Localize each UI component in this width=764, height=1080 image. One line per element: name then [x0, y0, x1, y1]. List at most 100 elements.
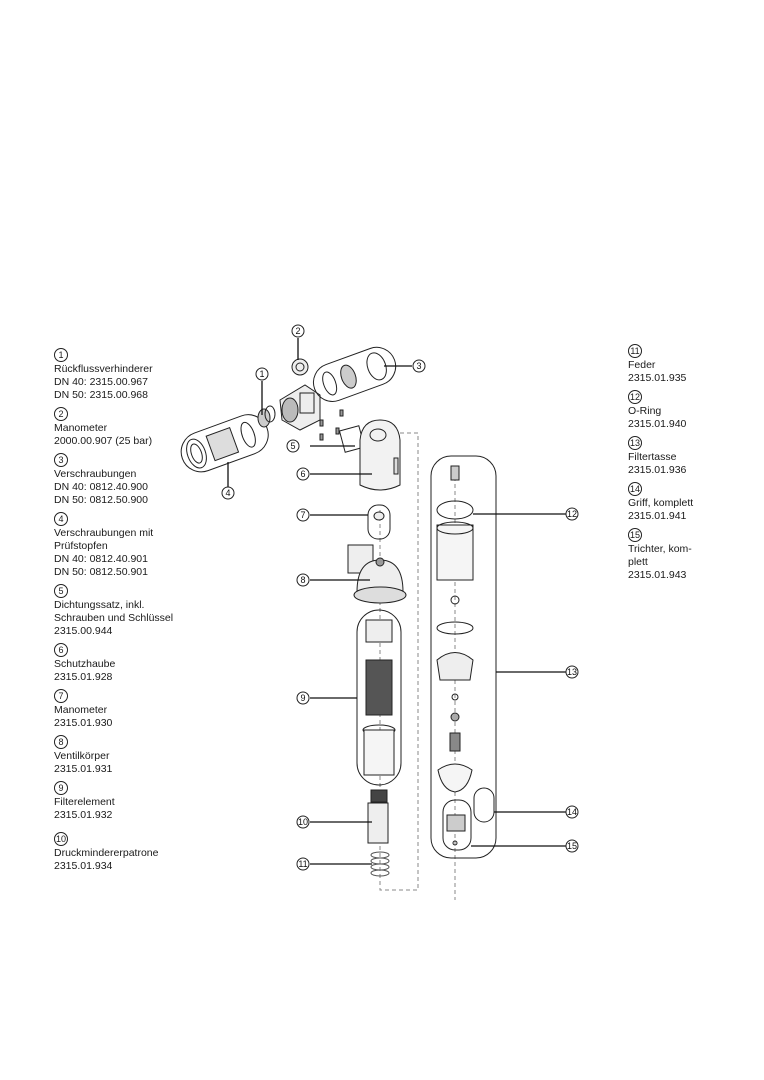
part-name: Prüfstopfen: [54, 540, 108, 552]
callout-14: 14: [565, 805, 579, 819]
legend-entry-8: 8 Ventilkörper 2315.01.931: [54, 735, 204, 776]
part-7-manometer: [367, 504, 391, 540]
part-number-badge: 12: [628, 390, 642, 404]
part-name: Feder: [628, 359, 656, 371]
part-name: Schrauben und Schlüssel: [54, 612, 174, 624]
part-code: DN 40: 0812.40.900: [54, 481, 148, 493]
callout-10: 10: [296, 815, 310, 829]
part-code: DN 50: 0812.50.901: [54, 566, 148, 578]
part-number-badge: 14: [628, 482, 642, 496]
part-number-badge: 15: [628, 528, 642, 542]
legend-entry-1: 1 Rückflussverhinderer DN 40: 2315.00.96…: [54, 348, 204, 402]
legend-entry-2: 2 Manometer 2000.00.907 (25 bar): [54, 407, 204, 448]
part-code: 2315.01.943: [628, 569, 687, 581]
legend-entry-4: 4 Verschraubungen mit Prüfstopfen DN 40:…: [54, 512, 204, 579]
part-number-badge: 7: [54, 689, 68, 703]
part-name: Manometer: [54, 422, 108, 434]
part-name: Filterelement: [54, 796, 115, 808]
part-name: O-Ring: [628, 405, 662, 417]
svg-text:9: 9: [300, 693, 305, 703]
part-8-valve-body: [347, 544, 407, 604]
part-number-badge: 2: [54, 407, 68, 421]
part-number-badge: 1: [54, 348, 68, 362]
legend-entry-6: 6 Schutzhaube 2315.01.928: [54, 643, 204, 684]
legend-entry-14: 14 Griff, komplett 2315.01.941: [628, 482, 738, 523]
svg-text:12: 12: [567, 509, 577, 519]
part-number-badge: 10: [54, 832, 68, 846]
svg-text:8: 8: [300, 575, 305, 585]
callout-3: 3: [412, 359, 426, 373]
part-code: 2000.00.907 (25 bar): [54, 435, 153, 447]
part-number-badge: 4: [54, 512, 68, 526]
part-4-fittings-with-plugs: [180, 414, 269, 473]
part-9-filter-element: [356, 609, 402, 786]
svg-text:15: 15: [567, 841, 577, 851]
legend-entry-12: 12 O-Ring 2315.01.940: [628, 390, 738, 431]
part-code: 2315.01.940: [628, 418, 687, 430]
part-name: Manometer: [54, 704, 108, 716]
part-name: Druckmindererpatrone: [54, 847, 159, 859]
callout-6: 6: [296, 467, 310, 481]
svg-text:14: 14: [567, 807, 577, 817]
part-name: Verschraubungen: [54, 468, 137, 480]
svg-text:6: 6: [300, 469, 305, 479]
svg-text:7: 7: [300, 510, 305, 520]
part-number-badge: 5: [54, 584, 68, 598]
part-name: Verschraubungen mit: [54, 527, 154, 539]
part-3-fittings: [312, 346, 397, 402]
legend-entry-5: 5 Dichtungssatz, inkl. Schrauben und Sch…: [54, 584, 204, 638]
part-code: 2315.01.931: [54, 763, 113, 775]
callout-4: 4: [221, 486, 235, 500]
parts-legend-right: 11 Feder 2315.01.935 12 O-Ring 2315.01.9…: [628, 344, 738, 587]
part-name: Filtertasse: [628, 451, 677, 463]
svg-text:2: 2: [295, 326, 300, 336]
part-code: 2315.01.932: [54, 809, 113, 821]
part-12-o-ring: [436, 500, 474, 520]
part-15-funnel: [442, 799, 472, 851]
part-name: Rückflussverhinderer: [54, 363, 153, 375]
callout-5: 5: [286, 439, 300, 453]
part-number-badge: 3: [54, 453, 68, 467]
part-name: Schutzhaube: [54, 658, 116, 670]
part-number-badge: 6: [54, 643, 68, 657]
legend-entry-13: 13 Filtertasse 2315.01.936: [628, 436, 738, 477]
part-name: Trichter, kom-: [628, 543, 692, 555]
callout-9: 9: [296, 691, 310, 705]
leader-lines: [227, 338, 566, 865]
part-10-pressure-reducer-cartridge: [367, 789, 389, 844]
part-14-handle: [473, 787, 495, 823]
part-code: 2315.01.928: [54, 671, 113, 683]
part-1-check-valve: [257, 405, 276, 428]
svg-text:4: 4: [225, 488, 230, 498]
legend-entry-7: 7 Manometer 2315.01.930: [54, 689, 204, 730]
part-number-badge: 11: [628, 344, 642, 358]
svg-text:5: 5: [290, 441, 295, 451]
callout-2: 2: [291, 324, 305, 338]
part-11-spring: [370, 851, 390, 877]
part-name: plett: [628, 556, 648, 568]
svg-text:11: 11: [298, 859, 307, 869]
part-code: 2315.00.944: [54, 625, 113, 637]
legend-entry-9: 9 Filterelement 2315.01.932: [54, 781, 204, 822]
callout-8: 8: [296, 573, 310, 587]
part-code: DN 40: 2315.00.967: [54, 376, 148, 388]
callout-12: 12: [565, 507, 579, 521]
part-code: 2315.01.934: [54, 860, 113, 872]
part-13-filter-bowl-group: [430, 455, 497, 859]
legend-entry-15: 15 Trichter, kom- plett 2315.01.943: [628, 528, 738, 582]
callout-1: 1: [255, 367, 269, 381]
part-2-manometer: [291, 358, 309, 376]
svg-text:13: 13: [567, 667, 577, 677]
part-name: Dichtungssatz, inkl.: [54, 599, 145, 611]
parts-legend-left: 1 Rückflussverhinderer DN 40: 2315.00.96…: [54, 348, 204, 878]
part-code: 2315.01.935: [628, 372, 687, 384]
screws: [319, 409, 344, 441]
callout-15: 15: [565, 839, 579, 853]
svg-text:10: 10: [298, 817, 308, 827]
part-code: DN 50: 2315.00.968: [54, 389, 148, 401]
callout-11: 11: [296, 857, 310, 871]
part-name: Griff, komplett: [628, 497, 694, 509]
part-code: 2315.01.936: [628, 464, 687, 476]
part-number-badge: 9: [54, 781, 68, 795]
